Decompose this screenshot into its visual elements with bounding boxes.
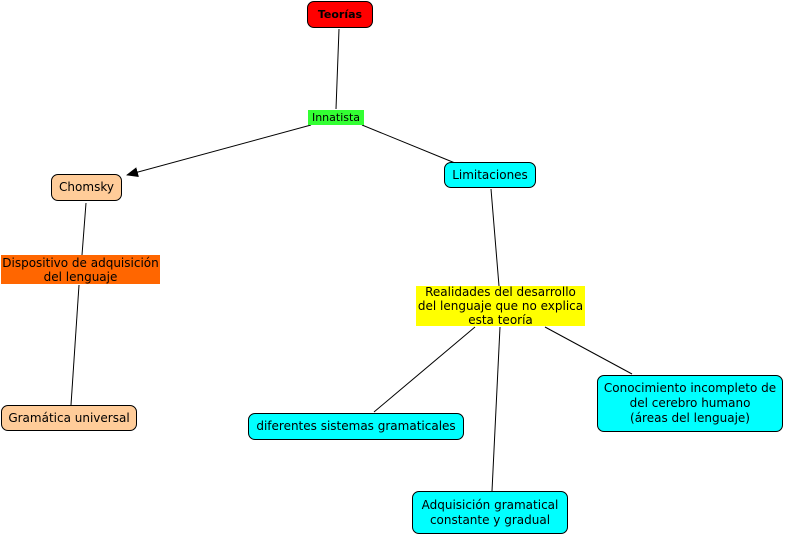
node-limitaciones[interactable]: Limitaciones [444,162,536,188]
edge-realidades-adquisicion [491,326,501,492]
node-innatista[interactable]: Innatista [308,110,364,125]
edge-realidades-conocimiento [544,326,633,375]
node-dispositivo-adquisicion[interactable]: Dispositivo de adquisición del lenguaje [1,255,160,284]
edge-innatista-limitaciones [361,124,456,164]
edge-dispositivo-gramatica [70,284,80,406]
node-teorias[interactable]: Teorías [307,1,373,28]
node-gramatica-universal[interactable]: Gramática universal [1,405,137,431]
node-chomsky[interactable]: Chomsky [51,174,122,201]
edge-teorias-innatista [335,28,340,110]
node-realidades-desarrollo[interactable]: Realidades del desarrollo del lenguaje q… [416,285,585,327]
edge-limitaciones-realidades [490,188,500,287]
node-conocimiento-incompleto[interactable]: Conocimiento incompleto de del cerebro h… [597,375,783,432]
edge-innatista-chomsky [126,124,312,177]
node-adquisicion-gramatical[interactable]: Adquisición gramatical constante y gradu… [412,491,568,534]
edge-chomsky-dispositivo [81,202,87,256]
edge-realidades-diferentes [373,326,476,413]
node-diferentes-sistemas[interactable]: diferentes sistemas gramaticales [248,413,464,440]
